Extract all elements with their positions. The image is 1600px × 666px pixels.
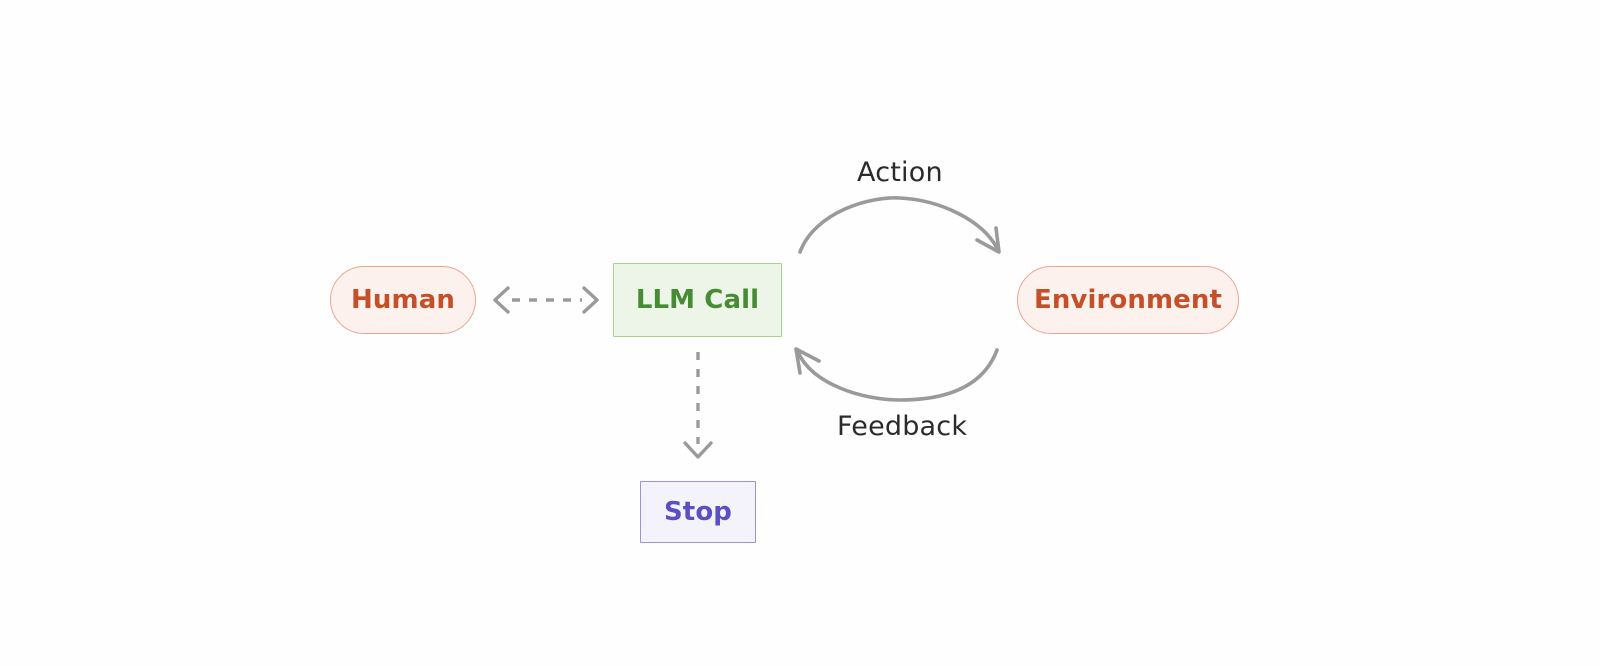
edge-feedback bbox=[794, 347, 999, 402]
edge-label-feedback: Feedback bbox=[837, 411, 968, 442]
edge-llm-call-stop bbox=[683, 352, 713, 459]
arrowhead-feedback-icon bbox=[794, 347, 821, 375]
arrowhead-down-icon bbox=[683, 441, 713, 459]
node-llm-call[interactable]: LLM Call bbox=[613, 263, 782, 337]
node-stop[interactable]: Stop bbox=[640, 481, 756, 543]
node-environment[interactable]: Environment bbox=[1017, 266, 1239, 334]
edge-action bbox=[798, 196, 1001, 254]
edge-human-llm-call bbox=[493, 286, 599, 314]
node-human[interactable]: Human bbox=[330, 266, 476, 334]
edge-feedback-curve bbox=[796, 348, 999, 402]
arrowhead-action-icon bbox=[975, 226, 1001, 254]
edge-label-action: Action bbox=[857, 157, 943, 188]
edge-action-curve bbox=[798, 196, 999, 254]
arrowhead-left-icon bbox=[493, 286, 510, 314]
arrowhead-right-icon bbox=[582, 286, 599, 314]
